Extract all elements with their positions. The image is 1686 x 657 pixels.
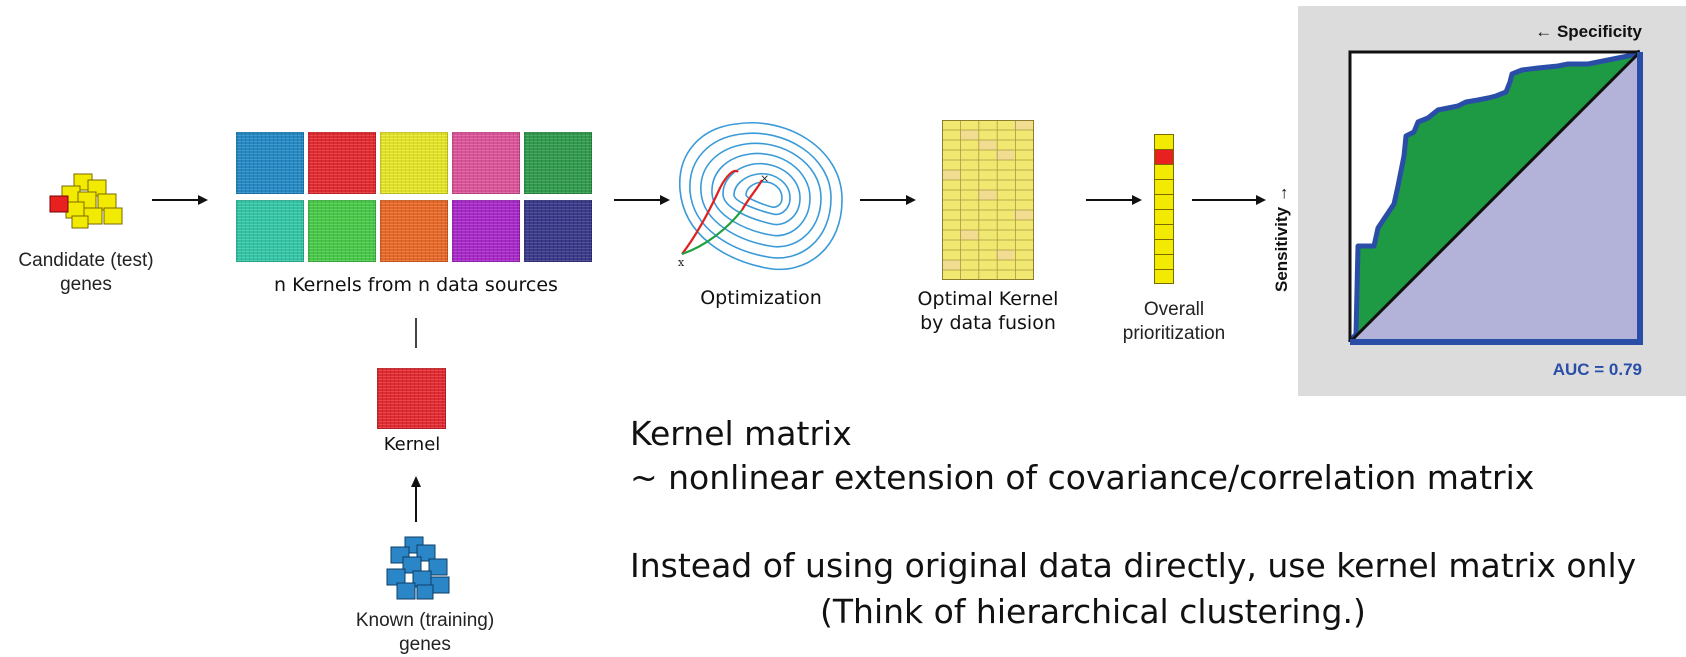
note-nonlinear-extension: ~ nonlinear extension of covariance/corr… bbox=[630, 458, 1535, 497]
optimal-kernel-matrix-icon bbox=[942, 120, 1034, 280]
specificity-label: ← Specificity bbox=[1535, 22, 1642, 41]
prioritization-label: Overall prioritization bbox=[1122, 299, 1226, 344]
roc-curve-chart bbox=[1348, 49, 1643, 345]
note-kernel-matrix: Kernel matrix bbox=[630, 414, 852, 453]
kernel-tile bbox=[452, 200, 520, 262]
note-hierarchical-clustering: (Think of hierarchical clustering.) bbox=[820, 592, 1366, 631]
kernel-label: Kernel bbox=[383, 434, 441, 455]
kernel-tile bbox=[236, 200, 304, 262]
optimization-contour-icon: x × bbox=[678, 122, 843, 271]
sensitivity-label: Sensitivity → bbox=[1272, 185, 1291, 292]
auc-label: AUC = 0.79 bbox=[1552, 360, 1642, 379]
connector-line bbox=[415, 318, 417, 348]
arrow-up-icon bbox=[411, 476, 421, 522]
arrow-right-icon bbox=[1086, 195, 1142, 205]
candidate-genes-label: Candidate (test) genes bbox=[18, 250, 154, 295]
kernel-tile bbox=[524, 132, 592, 194]
arrow-right-icon bbox=[152, 195, 208, 205]
kernels-label: n Kernels from n data sources bbox=[274, 274, 558, 296]
kernel-block bbox=[377, 368, 446, 429]
arrow-right-icon bbox=[614, 195, 670, 205]
known-genes-label: Known (training) genes bbox=[355, 610, 495, 655]
kernel-tile bbox=[236, 132, 304, 194]
optimization-label: Optimization bbox=[700, 287, 822, 309]
note-use-kernel-only: Instead of using original data directly,… bbox=[630, 546, 1637, 585]
kernel-tile bbox=[308, 132, 376, 194]
optimal-kernel-label: Optimal Kernel by data fusion bbox=[917, 288, 1059, 334]
svg-text:x: x bbox=[678, 256, 685, 269]
kernel-tile bbox=[308, 200, 376, 262]
kernel-tile bbox=[524, 200, 592, 262]
known-genes-icon bbox=[386, 536, 450, 600]
candidate-genes-icon bbox=[49, 173, 123, 229]
kernel-tile bbox=[380, 132, 448, 194]
arrow-right-icon bbox=[1192, 195, 1266, 205]
kernel-grid bbox=[236, 132, 596, 268]
prioritization-column-icon bbox=[1154, 134, 1174, 284]
kernel-tile bbox=[452, 132, 520, 194]
arrow-right-icon bbox=[860, 195, 916, 205]
kernel-tile bbox=[380, 200, 448, 262]
svg-text:×: × bbox=[760, 172, 769, 185]
